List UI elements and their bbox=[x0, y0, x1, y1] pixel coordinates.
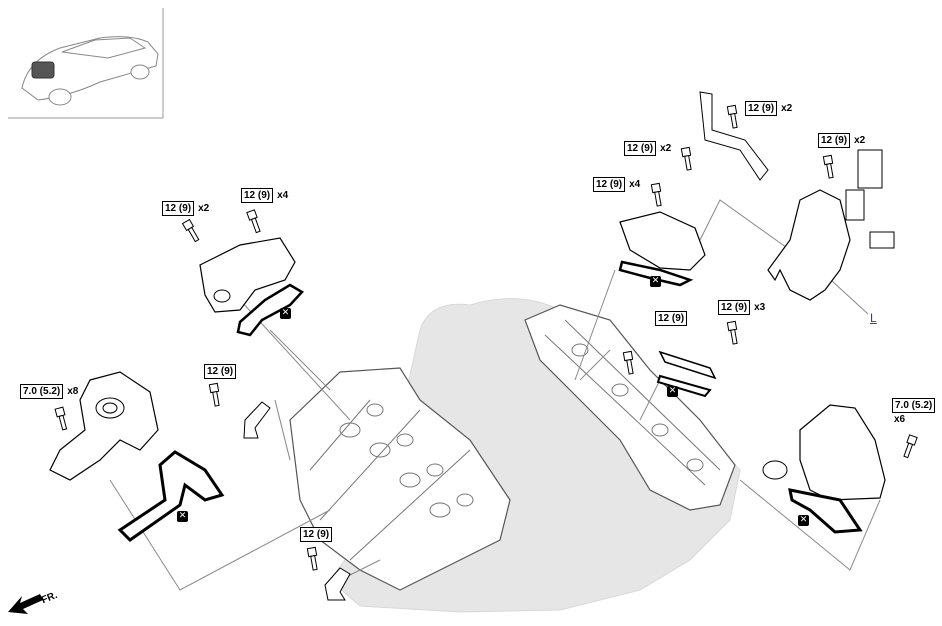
non-reusable-mark: ✕ bbox=[667, 386, 678, 397]
torque-spec-label: 12 (9)x2 bbox=[162, 201, 209, 216]
torque-spec-label: 12 (9) bbox=[204, 364, 237, 379]
non-reusable-mark: ✕ bbox=[650, 276, 661, 287]
torque-spec-label: 12 (9)x4 bbox=[241, 188, 288, 203]
torque-spec-label: 12 (9) bbox=[300, 527, 333, 542]
torque-value: 12 (9) bbox=[624, 141, 657, 156]
torque-value: 12 (9) bbox=[162, 201, 195, 216]
torque-quantity: x2 bbox=[198, 203, 210, 214]
bracket-left-gasket bbox=[236, 283, 304, 337]
gasket-plate-right bbox=[658, 350, 717, 380]
torque-value: 12 (9) bbox=[593, 177, 626, 192]
torque-quantity: x2 bbox=[660, 143, 672, 154]
water-pipe-assembly bbox=[767, 149, 895, 301]
torque-value: 12 (9) bbox=[745, 101, 778, 116]
torque-quantity: x3 bbox=[754, 302, 766, 313]
reservoir-right bbox=[762, 404, 886, 501]
torque-quantity: x8 bbox=[67, 386, 79, 397]
bracket-right-gasket bbox=[618, 260, 694, 287]
non-reusable-mark: ✕ bbox=[177, 511, 188, 522]
torque-value: 12 (9) bbox=[818, 133, 851, 148]
torque-spec-label: 7.0 (5.2)x6 bbox=[892, 398, 936, 425]
water-outlet-left bbox=[49, 371, 159, 481]
torque-quantity: x2 bbox=[854, 135, 866, 146]
torque-quantity: x4 bbox=[629, 179, 641, 190]
torque-value: 12 (9) bbox=[718, 300, 751, 315]
torque-spec-label: 12 (9)x3 bbox=[718, 300, 765, 315]
torque-value: 12 (9) bbox=[241, 188, 274, 203]
reservoir-gasket bbox=[788, 488, 863, 534]
torque-spec-label: 12 (9)x2 bbox=[624, 141, 671, 156]
small-bracket-bottom bbox=[324, 567, 351, 601]
torque-value: 7.0 (5.2) bbox=[892, 398, 936, 413]
torque-spec-label: 7.0 (5.2)x8 bbox=[20, 384, 78, 399]
torque-value: 12 (9) bbox=[300, 527, 333, 542]
torque-quantity: x6 bbox=[894, 414, 906, 425]
bolt-icons bbox=[54, 104, 918, 571]
right-cylinder-head bbox=[524, 304, 736, 511]
torque-spec-label: 12 (9)x2 bbox=[818, 133, 865, 148]
bracket-right-upper bbox=[619, 211, 706, 271]
torque-value: 12 (9) bbox=[204, 364, 237, 379]
gasket-ring-right bbox=[656, 374, 712, 398]
torque-spec-label: 12 (9)x4 bbox=[593, 177, 640, 192]
torque-quantity: x2 bbox=[781, 103, 793, 114]
harness-bracket bbox=[699, 91, 769, 181]
bracket-left-upper bbox=[199, 237, 296, 313]
torque-spec-label: 12 (9) bbox=[655, 311, 688, 326]
torque-spec-label: 12 (9)x2 bbox=[745, 101, 792, 116]
front-direction-arrow bbox=[8, 594, 43, 614]
small-bracket-left bbox=[243, 401, 271, 439]
torque-quantity: x4 bbox=[277, 190, 289, 201]
non-reusable-mark: ✕ bbox=[280, 308, 291, 319]
torque-value: 12 (9) bbox=[655, 311, 688, 326]
torque-value: 7.0 (5.2) bbox=[20, 384, 64, 399]
callout-link-l[interactable]: L bbox=[870, 311, 877, 325]
water-outlet-gasket bbox=[117, 450, 225, 542]
vehicle-locator-thumbnail bbox=[8, 8, 164, 119]
non-reusable-mark: ✕ bbox=[798, 515, 809, 526]
